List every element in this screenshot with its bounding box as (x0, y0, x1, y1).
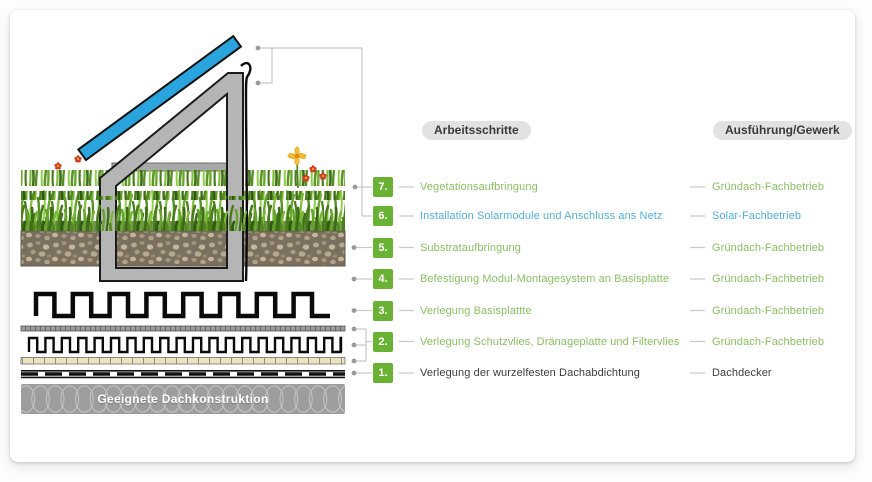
yellow-flower-icon (287, 146, 307, 189)
connector-dots (255, 45, 358, 376)
step-number-badge: 3. (373, 300, 393, 321)
trade-column-header: Ausführung/Gewerk (713, 121, 852, 140)
step-label: Vegetationsaufbringung (420, 181, 538, 193)
connector-lines (258, 47, 705, 374)
filter-fleece-layer (20, 325, 346, 332)
trade-label: Dachdecker (712, 367, 772, 379)
drainage-plate-layer (27, 336, 343, 354)
base-layer-label: Geeignete Dachkonstruktion (97, 392, 269, 406)
solar-panel (76, 34, 243, 162)
trade-label: Gründach-Fachbetrieb (712, 304, 825, 317)
step-label: Installation Solarmodule und Anschluss a… (420, 210, 663, 222)
red-flowers (54, 155, 327, 182)
roof-construction-layer (21, 384, 345, 414)
step-number-badge: 5. (373, 237, 393, 258)
step-number-badge: 1. (373, 363, 393, 383)
step-number-badge: 6. (373, 206, 393, 226)
trade-label: Gründach-Fachbetrieb (712, 241, 825, 254)
trade-label: Solar-Fachbetrieb (712, 210, 802, 222)
step-label: Verlegung Basisplattte (420, 304, 532, 317)
trade-label: Gründach-Fachbetrieb (712, 181, 825, 193)
step-label: Verlegung Schutzvlies, Dränageplatte und… (420, 335, 680, 348)
protection-fleece-layer (20, 357, 346, 365)
trade-label: Gründach-Fachbetrieb (712, 335, 825, 348)
step-number-badge: 7. (373, 177, 393, 197)
step-label: Substrataufbringung (420, 241, 521, 254)
substrate-layer (20, 230, 346, 267)
step-number-badge: 4. (373, 269, 393, 289)
flowers (54, 146, 327, 189)
steps-column-header: Arbeitsschritte (422, 121, 531, 140)
base-plate-layer (33, 291, 330, 319)
step-label: Verlegung der wurzelfesten Dachabdichtun… (420, 367, 640, 379)
membrane-layer (21, 369, 345, 379)
step-label: Befestigung Modul-Montagesystem an Basis… (420, 273, 670, 285)
grass-overlay (21, 196, 345, 231)
trade-label: Gründach-Fachbetrieb (712, 273, 825, 285)
step-number-badge: 2. (373, 331, 393, 352)
